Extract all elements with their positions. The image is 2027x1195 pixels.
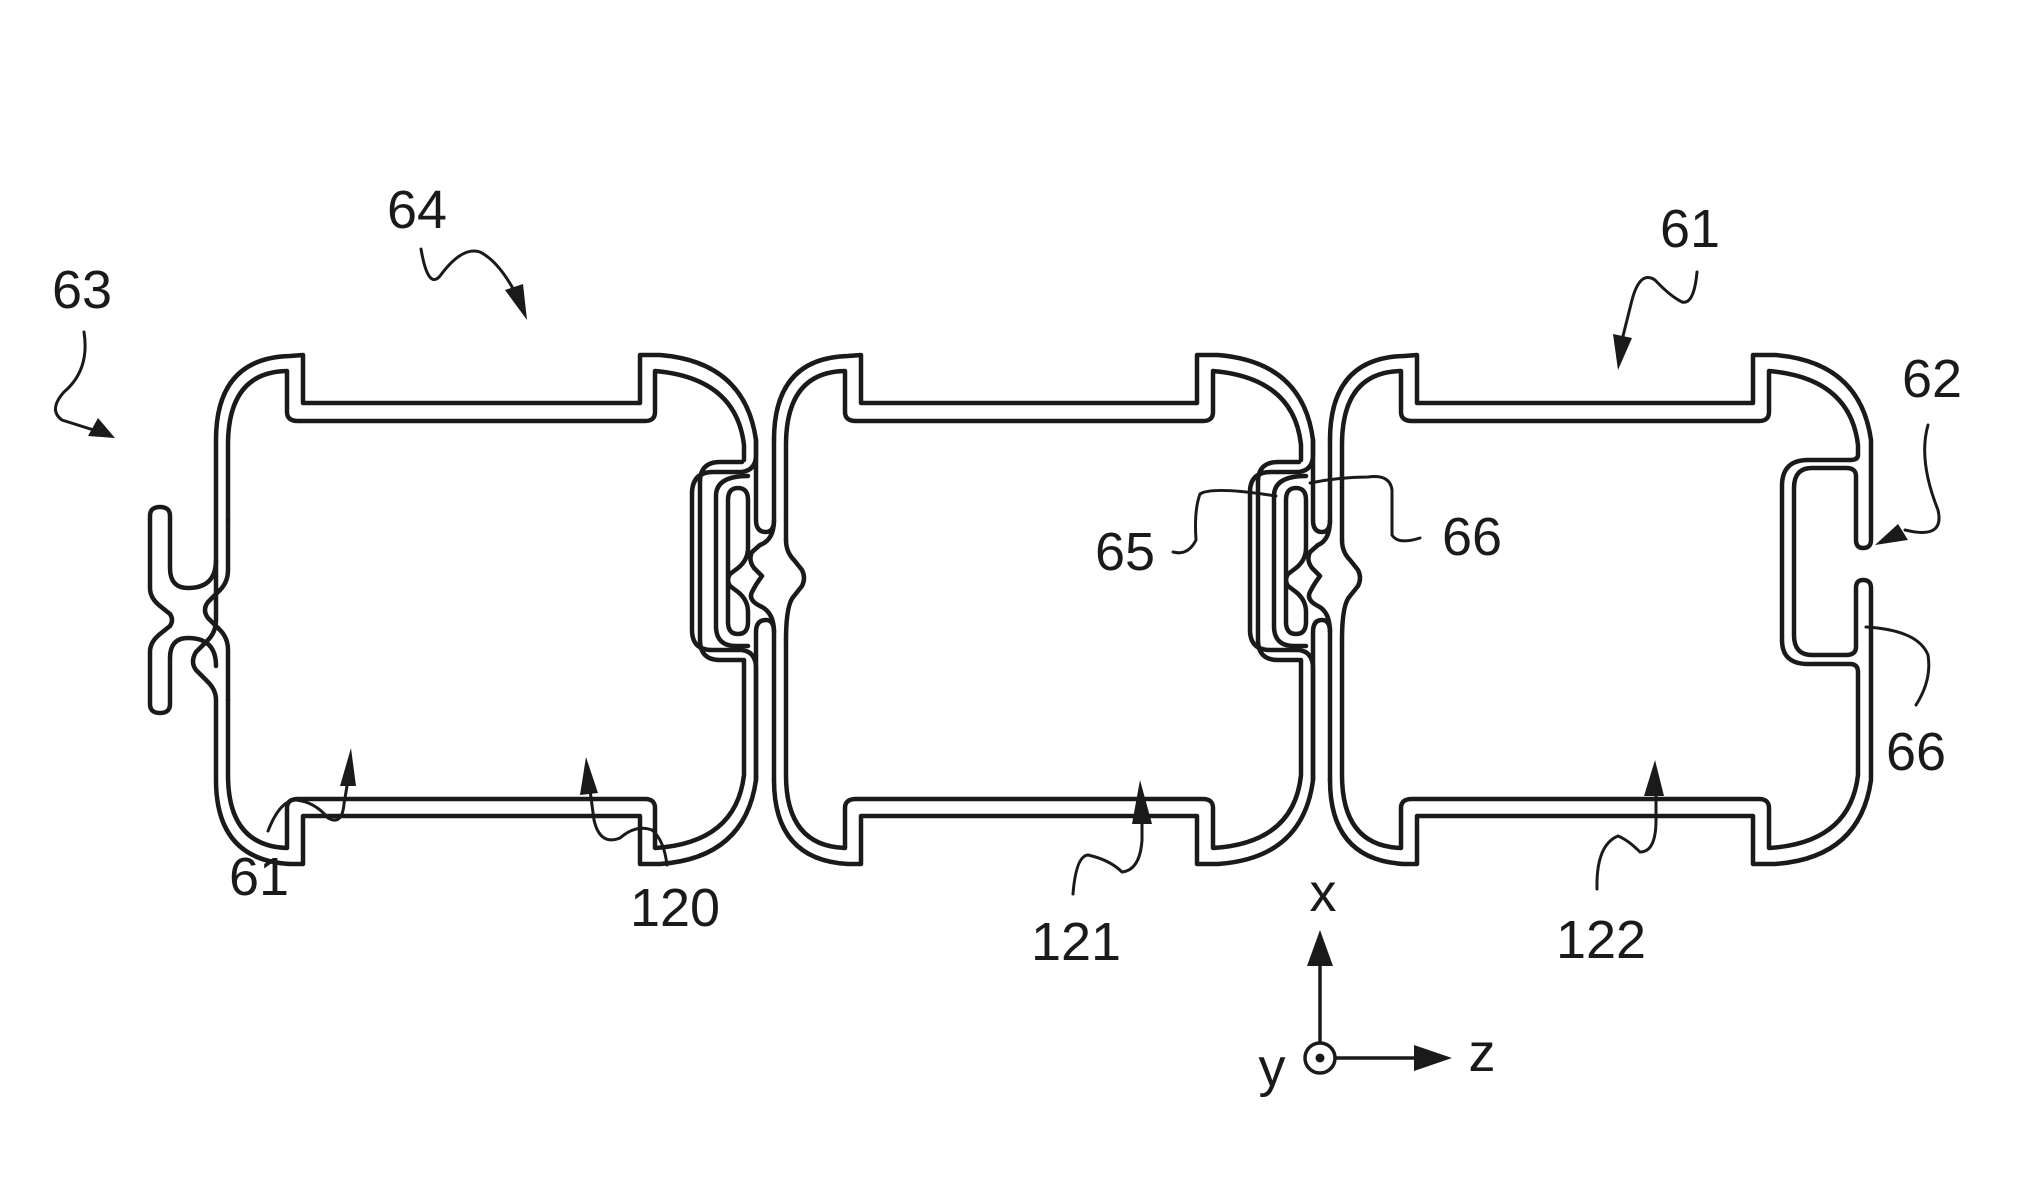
leader-122 [1595,788,1658,891]
outer-wall-lower [1327,577,1874,867]
leader-61-bottom [266,778,350,833]
y-axis-out-of-plane-icon [1303,1041,1337,1075]
joint-tongue-top [1310,437,1333,535]
inner-wall-lower [783,637,1304,851]
ref-label-64: 64 [387,180,447,240]
ref-label-122: 122 [1556,910,1646,970]
leader-62 [1903,423,1941,534]
joint-outer-loop [1255,459,1302,663]
ref-label-121: 121 [1031,912,1121,972]
coordinate-axes: x z y [1259,863,1496,1098]
arrowhead-122 [1644,760,1664,796]
joint-tongue-bottom [1310,617,1333,783]
x-axis-arrowhead [1307,930,1333,966]
left-tab [147,504,219,716]
inner-wall-waist [783,537,807,643]
axis-label-z: z [1469,1023,1496,1083]
axis-label-y: y [1259,1038,1286,1098]
reference-numerals: 63 64 61 62 65 66 66 61 120 121 122 [52,180,1962,972]
joint-tongue-top [753,437,777,535]
ref-label-120: 120 [630,878,720,938]
ref-label-61-top: 61 [1660,199,1720,259]
outer-wall [1327,352,1874,658]
leader-64 [419,247,520,300]
ref-label-61-bottom: 61 [229,847,289,907]
leader-65 [1171,488,1278,555]
arrowhead-61-top [1613,334,1632,370]
arrowhead-121 [1132,780,1152,824]
leaders [54,247,1941,896]
joint-inner-loop [713,473,751,649]
joint-hook-right [1306,437,1333,783]
inner-wall [1339,368,1861,851]
inner-wall-lower [225,657,747,851]
leader-61-top [1620,270,1699,342]
arrowhead-64 [505,284,527,320]
snap-joint-121-122 [1255,437,1333,783]
ref-label-63: 63 [52,260,112,320]
snap-joint-120-121 [697,437,777,783]
ref-label-65: 65 [1095,522,1155,582]
joint-tongue-bottom [753,617,777,783]
z-axis-arrowhead [1414,1045,1452,1071]
outer-wall [771,352,1316,867]
arrowhead-62 [1875,524,1908,545]
arrowhead-61-bottom [340,748,356,786]
ref-label-66-right: 66 [1886,722,1946,782]
y-axis-dot [1315,1053,1325,1063]
axis-label-x: x [1310,863,1337,923]
leader-120 [588,788,669,867]
profile-element-120 [147,352,759,867]
leader-121 [1071,813,1144,896]
leader-66-mid [1308,475,1422,543]
profile-element-122 [1327,352,1874,867]
ref-label-66-mid: 66 [1442,507,1502,567]
profile-element-121 [771,352,1316,867]
inner-wall-left [202,517,231,703]
leader-63 [54,330,102,434]
leader-66-right [1864,625,1931,707]
joint-inner-loop [1271,473,1309,649]
inner-wall-waist [1339,537,1363,643]
inner-wall [225,368,747,523]
outer-wall [190,352,759,867]
arrowhead-63 [88,418,115,438]
inner-wall [783,368,1304,543]
joint-hook-right [748,437,777,783]
joint-hook-left [1283,485,1309,637]
ref-label-62: 62 [1902,349,1962,409]
arrowhead-120 [580,757,598,795]
joint-outer-loop [697,459,745,663]
joint-hook-left [725,485,751,637]
